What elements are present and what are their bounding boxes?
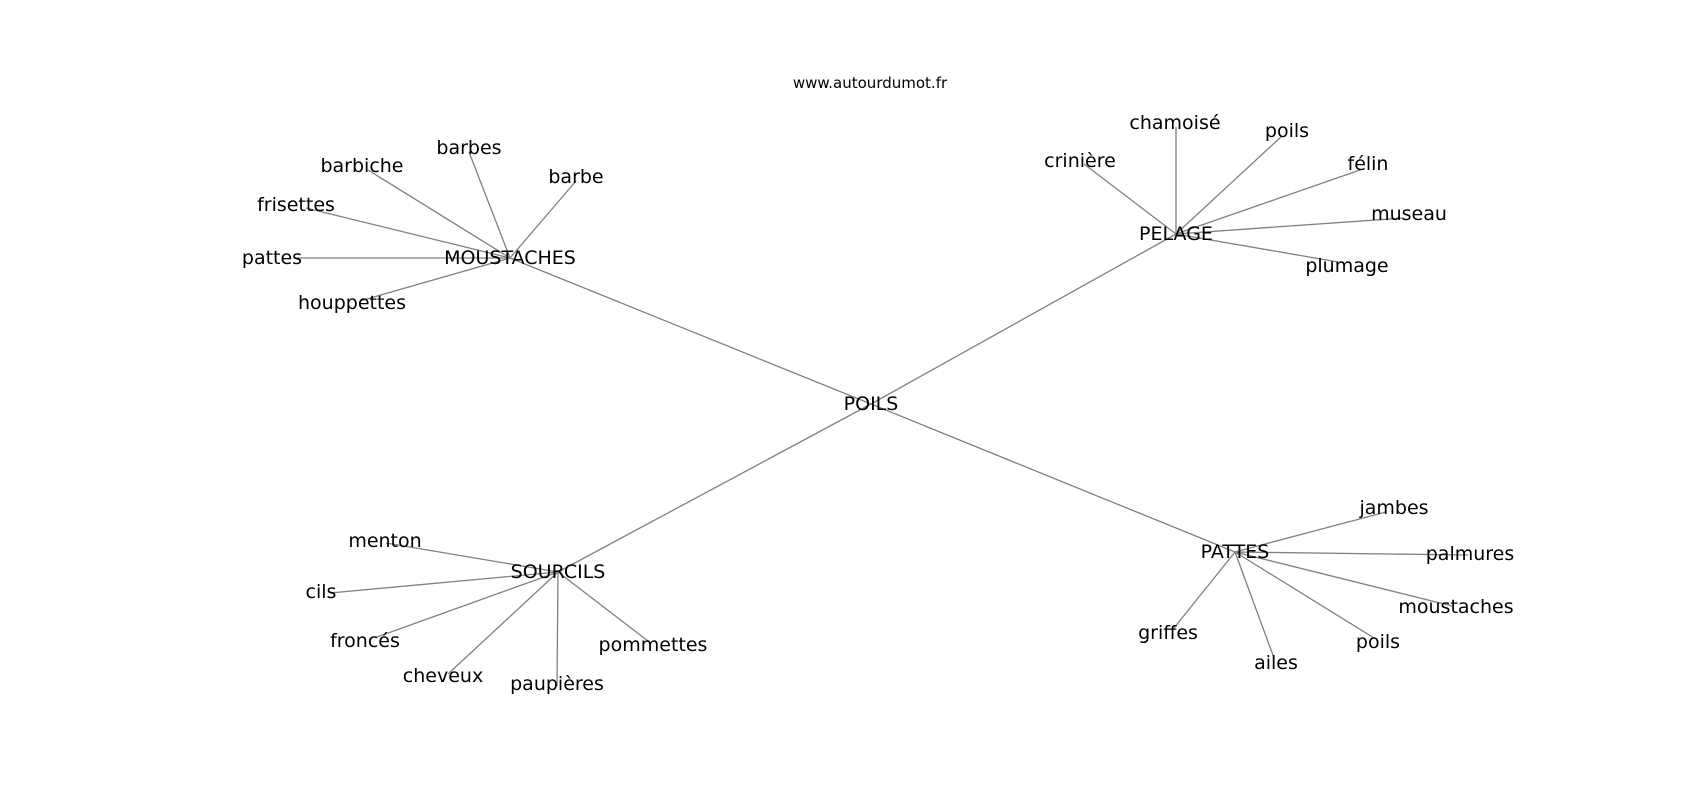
edge-sourcils-cils — [329, 571, 559, 594]
edge-root-pelage — [870, 233, 1177, 405]
root-node-label[interactable]: POILS — [844, 393, 899, 415]
edge-root-pattes — [870, 403, 1236, 553]
leaf-node-moustaches-barbiche[interactable]: barbiche — [320, 155, 403, 177]
leaf-node-pelage-felin[interactable]: félin — [1348, 153, 1389, 175]
leaf-node-moustaches-barbe[interactable]: barbe — [548, 166, 603, 188]
edge-pelage-museau — [1175, 217, 1405, 235]
leaf-node-pelage-chamoise[interactable]: chamoisé — [1129, 112, 1220, 134]
edge-root-sourcils — [557, 403, 872, 573]
edge-pattes-moustaches — [1234, 551, 1453, 607]
edge-pattes-ailes — [1234, 551, 1275, 659]
edge-sourcils-cheveux — [447, 571, 559, 675]
edge-pelage-plumage — [1175, 233, 1339, 263]
edge-moustaches-frisettes — [305, 207, 511, 259]
leaf-node-sourcils-cheveux[interactable]: cheveux — [403, 665, 483, 687]
leaf-node-sourcils-pommettes[interactable]: pommettes — [599, 634, 708, 656]
watermark-text: www.autourdumot.fr — [793, 74, 948, 92]
edge-sourcils-menton — [385, 542, 559, 573]
leaf-node-pattes-poils[interactable]: poils — [1356, 631, 1400, 653]
edge-pattes-palmures — [1234, 551, 1469, 556]
edge-moustaches-barbiche — [367, 169, 511, 259]
edge-pelage-criniere — [1083, 163, 1177, 235]
leaf-node-moustaches-barbes[interactable]: barbes — [436, 137, 501, 159]
edges-layer — [297, 127, 1469, 687]
leaf-node-pattes-ailes[interactable]: ailes — [1254, 652, 1298, 674]
leaf-node-moustaches-pattes[interactable]: pattes — [242, 247, 302, 269]
hub-node-moustaches[interactable]: MOUSTACHES — [444, 247, 576, 269]
edge-root-moustaches — [509, 257, 872, 405]
leaf-node-pelage-plumage[interactable]: plumage — [1305, 255, 1388, 277]
leaf-node-sourcils-paupieres[interactable]: paupières — [510, 673, 604, 695]
edge-pelage-felin — [1175, 169, 1361, 235]
leaf-node-pelage-museau[interactable]: museau — [1371, 203, 1447, 225]
hub-node-pelage[interactable]: PELAGE — [1139, 223, 1213, 245]
leaf-node-pattes-jambes[interactable]: jambes — [1358, 497, 1428, 519]
leaf-node-moustaches-frisettes[interactable]: frisettes — [257, 194, 335, 216]
edge-sourcils-paupieres — [556, 571, 559, 687]
hub-node-pattes[interactable]: PATTES — [1201, 541, 1270, 563]
edge-moustaches-houppettes — [359, 257, 511, 302]
edge-moustaches-barbe — [509, 180, 577, 259]
edge-pattes-jambes — [1234, 511, 1387, 553]
edge-pattes-griffes — [1173, 551, 1236, 629]
edge-moustaches-barbes — [468, 151, 511, 259]
edge-sourcils-fronces — [376, 571, 559, 638]
hub-node-sourcils[interactable]: SOURCILS — [511, 561, 606, 583]
leaf-node-sourcils-cils[interactable]: cils — [306, 581, 337, 603]
leaf-node-sourcils-fronces[interactable]: froncés — [330, 630, 400, 652]
leaf-node-pelage-poils[interactable]: poils — [1265, 120, 1309, 142]
labels-layer: POILS MOUSTACHES barbiche barbes barbe friset… — [242, 112, 1514, 695]
edge-sourcils-pommettes — [557, 571, 649, 642]
leaf-node-pelage-criniere[interactable]: crinière — [1044, 150, 1116, 172]
edge-pelage-poils — [1175, 135, 1283, 235]
leaf-node-pattes-palmures[interactable]: palmures — [1426, 543, 1515, 565]
leaf-node-pattes-moustaches[interactable]: moustaches — [1398, 596, 1513, 618]
leaf-node-moustaches-houppettes[interactable]: houppettes — [298, 292, 406, 314]
leaf-node-sourcils-menton[interactable]: menton — [348, 530, 421, 552]
edge-pattes-poils — [1234, 551, 1375, 639]
leaf-node-pattes-griffes[interactable]: griffes — [1138, 622, 1198, 644]
